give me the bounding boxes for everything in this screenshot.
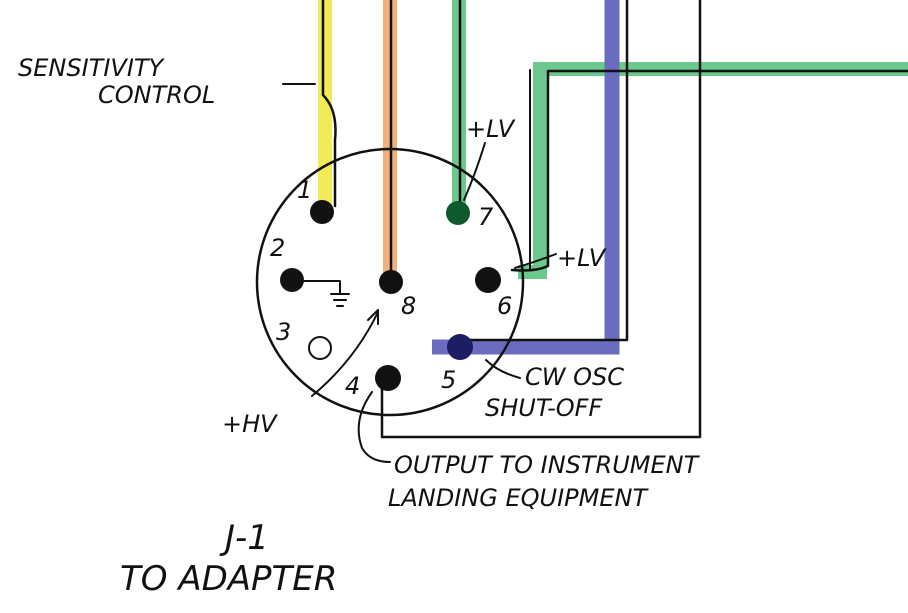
pin-number-4: 4 — [345, 372, 360, 400]
pin-8 — [379, 270, 403, 294]
pin-7 — [446, 201, 470, 225]
output-leader — [357, 391, 391, 463]
pin-number-6: 6 — [497, 292, 512, 320]
pin-6 — [475, 267, 501, 293]
pin-number-7: 7 — [478, 203, 494, 231]
output-label-line2: LANDING EQUIPMENT — [388, 484, 649, 512]
ink-wire-pin5 — [458, 0, 629, 342]
ink-wire-pin6 — [510, 69, 908, 272]
connector-destination-label: TO ADAPTER — [120, 559, 337, 599]
ink-wire-output — [380, 0, 702, 439]
pins — [280, 200, 501, 391]
green-wire-pin6 — [518, 62, 908, 279]
pin-number-3: 3 — [276, 318, 291, 346]
pin-4 — [375, 365, 401, 391]
ground-icon — [303, 280, 350, 307]
pin-numbers: 1 2 3 4 5 6 7 8 — [270, 176, 512, 400]
pin-3 — [308, 336, 332, 360]
hv-leader — [311, 311, 379, 397]
blue-wire-pin5 — [432, 0, 620, 355]
pin-number-8: 8 — [401, 292, 416, 320]
cw-leader — [485, 359, 521, 379]
lv-top-label: +LV — [466, 115, 516, 143]
hv-label: +HV — [222, 410, 278, 438]
lv-right-label: +LV — [557, 244, 607, 272]
pin-2 — [280, 268, 304, 292]
pin-1 — [310, 200, 334, 224]
connector-id-label: J-1 — [219, 518, 269, 558]
ink-wire-pin1 — [321, 0, 337, 208]
pin-number-5: 5 — [441, 366, 456, 394]
labels: SENSITIVITY CONTROL +LV +LV +HV CW OSC S… — [18, 54, 701, 599]
ink-wires — [321, 0, 908, 439]
lv-top-leader — [463, 142, 486, 201]
pin-number-2: 2 — [270, 234, 285, 262]
leaders — [282, 83, 557, 463]
cw-osc-label-line2: SHUT-OFF — [485, 394, 603, 422]
lv-right-leader — [514, 253, 557, 269]
pin-5 — [447, 334, 473, 360]
sensitivity-label-line1: SENSITIVITY — [18, 54, 166, 82]
output-label-line1: OUTPUT TO INSTRUMENT — [394, 451, 701, 479]
hv-arrowhead — [367, 309, 379, 325]
connector-body — [255, 147, 525, 417]
cw-osc-label-line1: CW OSC — [525, 363, 624, 391]
sensitivity-label-line2: CONTROL — [98, 81, 215, 109]
pin-number-1: 1 — [297, 176, 312, 204]
